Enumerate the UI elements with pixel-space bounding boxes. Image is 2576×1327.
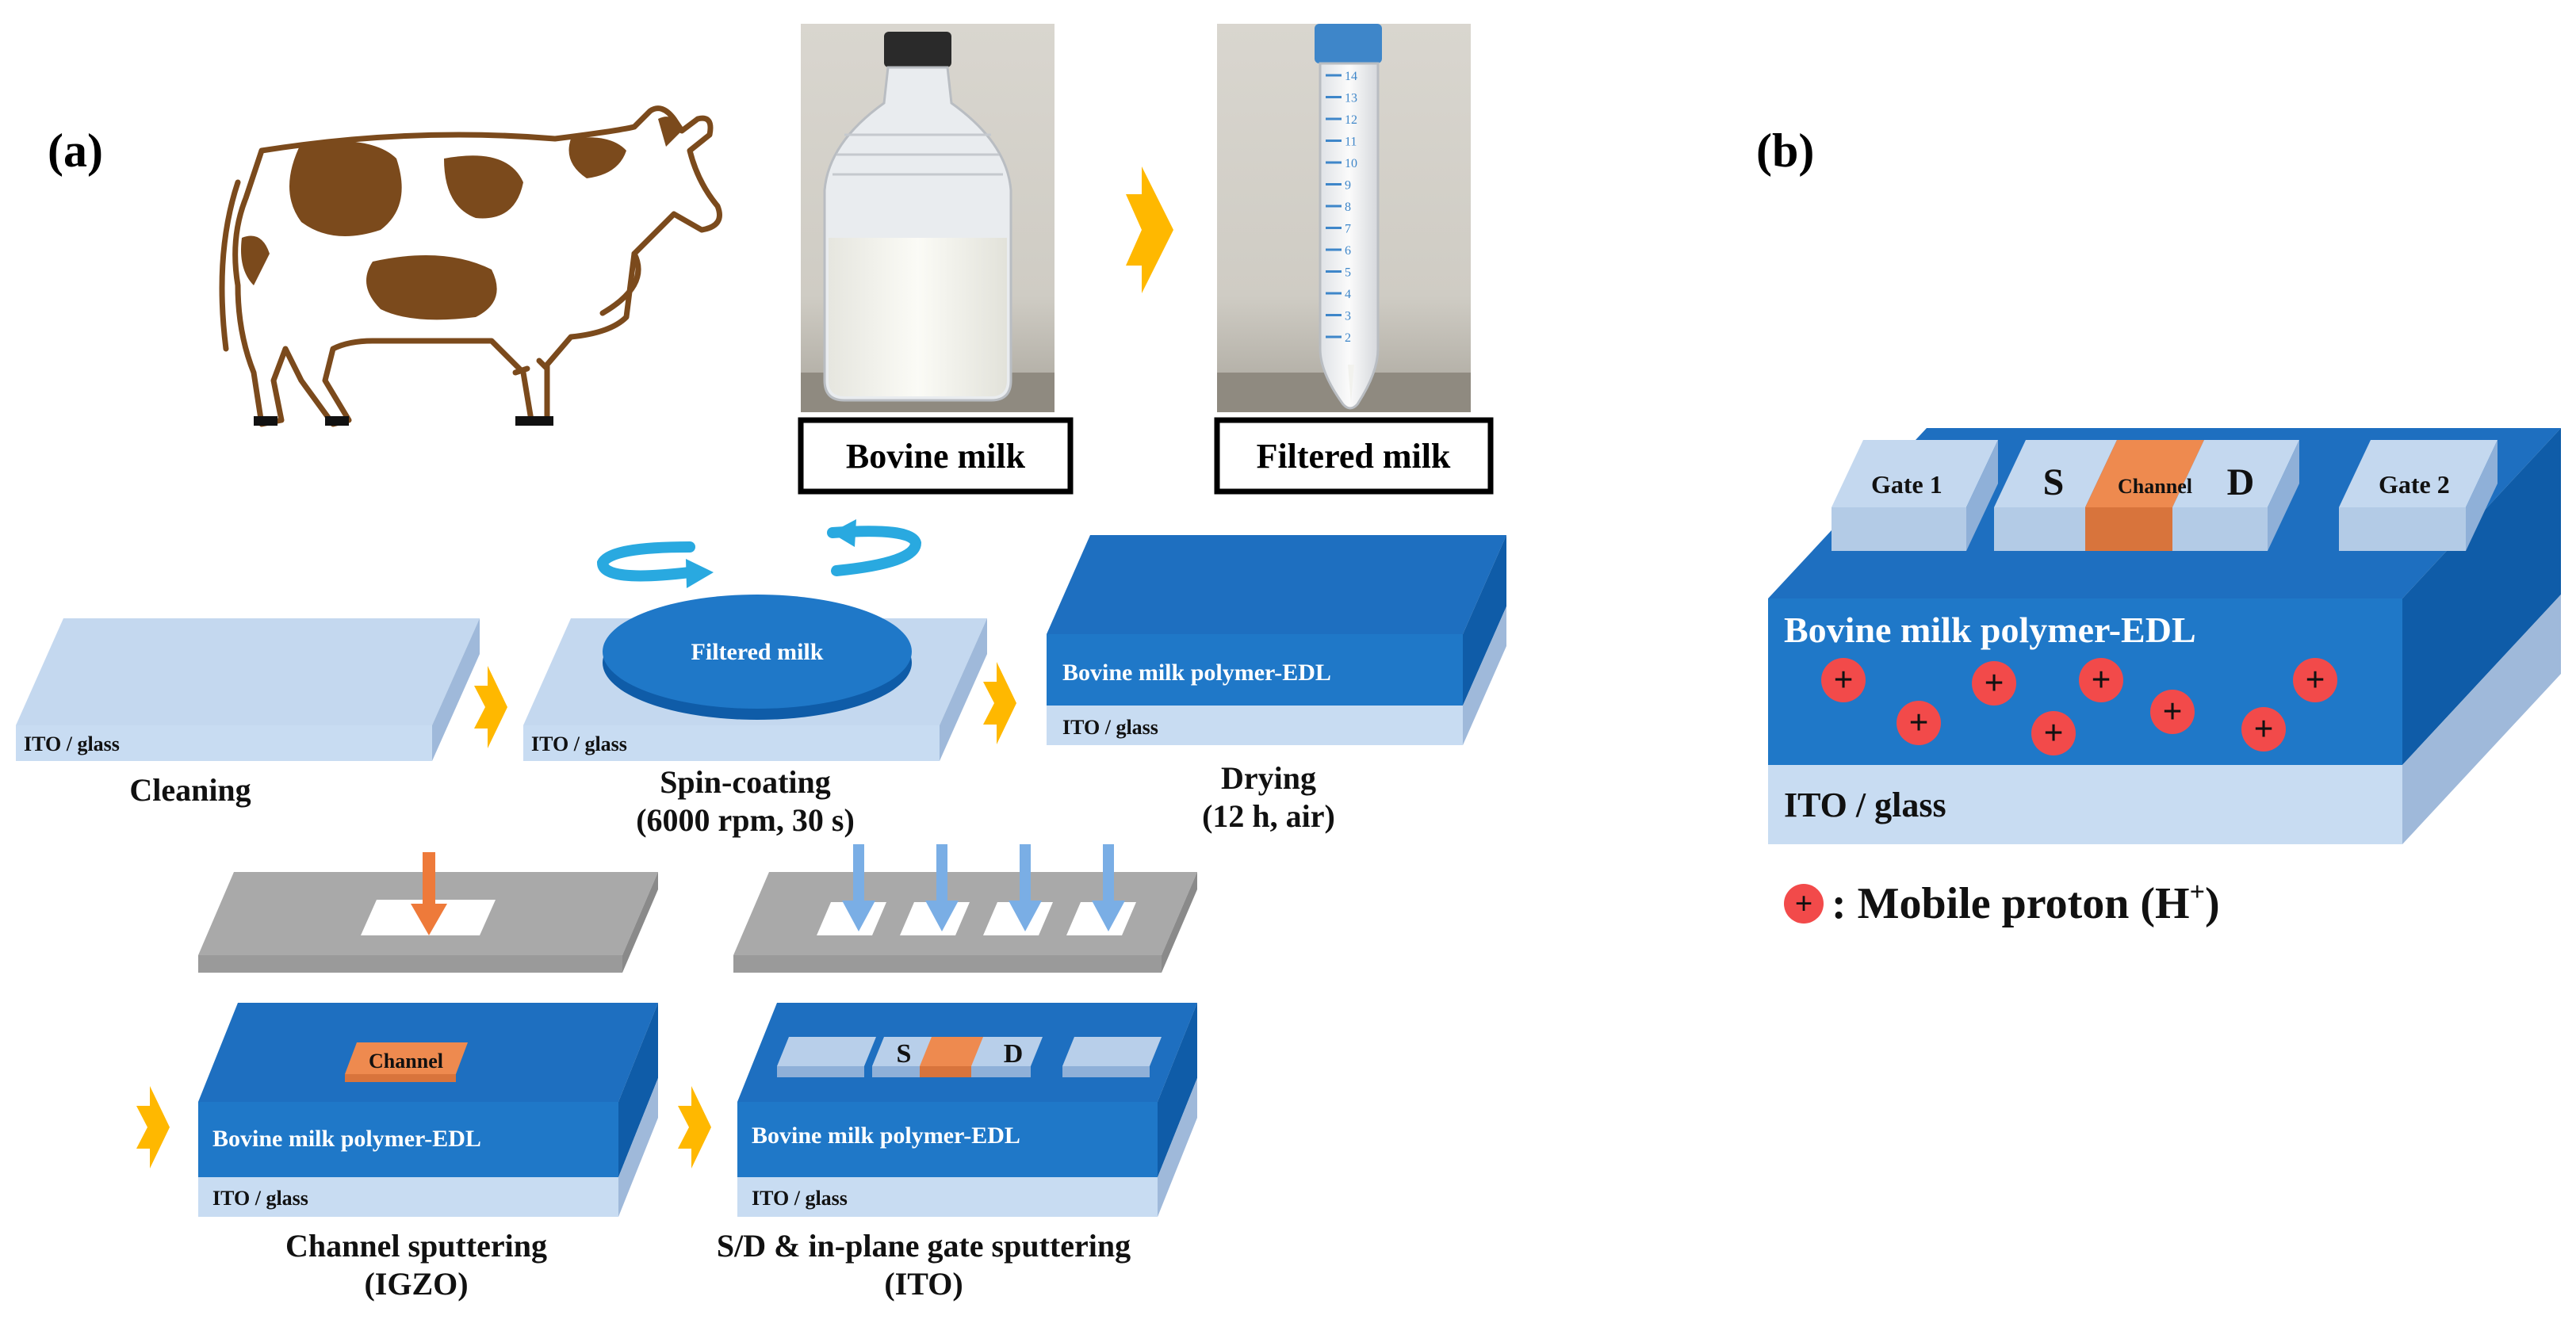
proton-icon (2079, 658, 2123, 702)
sd-edl-label: Bovine milk polymer-EDL (752, 1122, 1020, 1149)
drying-caption-2: (12 h, air) (1202, 798, 1335, 834)
device-b: Gate 1 S Channel D Gate 2 Bovine milk po… (1768, 428, 2561, 844)
tube-tick-label: 2 (1345, 331, 1351, 345)
proton-legend: + : Mobile proton (H+) (1784, 878, 2220, 928)
channel-caption-2: (IGZO) (364, 1266, 468, 1302)
proton-icon (2241, 707, 2286, 751)
channel-b-label: Channel (2118, 475, 2192, 498)
tube-tick-label: 7 (1345, 223, 1351, 236)
substrate-front (16, 725, 432, 761)
spin-caption-2: (6000 rpm, 30 s) (636, 802, 855, 838)
drying-edl-label: Bovine milk polymer-EDL (1062, 660, 1331, 686)
tube-tick-label: 5 (1345, 266, 1351, 280)
mobile-protons: + + + + + + + + (1821, 658, 2337, 755)
step-drying: Bovine milk polymer-EDL ITO / glass Dryi… (1047, 535, 1506, 834)
arrow-right-icon (678, 1086, 711, 1168)
cow-illustration (219, 105, 722, 427)
arrow-right-icon (136, 1086, 170, 1168)
rotation-arrow-icon (596, 526, 922, 582)
source-label: S (2043, 461, 2065, 503)
cleaning-caption: Cleaning (129, 772, 251, 808)
proton-symbol: + (2043, 713, 2063, 752)
step-sd-sputtering: S D Bovine milk polymer-EDL ITO / glass … (717, 844, 1197, 1302)
rotation-arrowhead-icon (831, 519, 856, 547)
proton-symbol: + (2162, 692, 2182, 731)
step-cleaning: ITO / glass Cleaning (16, 618, 480, 808)
step-channel-sputtering: Channel Bovine milk polymer-EDL ITO / gl… (198, 852, 658, 1302)
spin-ito-label: ITO / glass (531, 732, 627, 755)
bottle-photo (801, 24, 1055, 412)
tube-tick-label: 8 (1345, 201, 1351, 214)
down-arrows (842, 844, 1125, 931)
proton-icon (2150, 690, 2195, 734)
proton-icon (2031, 711, 2076, 755)
sd-caption-2: (ITO) (884, 1266, 963, 1302)
substrate-side (432, 618, 480, 761)
channel-label: Channel (369, 1050, 443, 1073)
panel-label-a: (a) (48, 124, 103, 177)
down-arrow-icon (411, 904, 447, 935)
cow-spots (241, 117, 682, 320)
legend-text: : Mobile proton (H+) (1832, 878, 2220, 928)
proton-symbol: + (1908, 703, 1928, 742)
proton-symbol: + (1833, 660, 1853, 699)
rotation-arrowhead-icon (686, 559, 714, 588)
proton-icon (1897, 701, 1941, 745)
spin-disc-label: Filtered milk (691, 639, 824, 665)
proton-icon (2293, 658, 2337, 702)
tube-tick-label: 6 (1345, 244, 1351, 258)
tube-tick-label: 14 (1345, 70, 1357, 83)
step-spin-coating: ITO / glass Filtered milk Spin-coating (… (523, 519, 987, 838)
drying-ito-label: ITO / glass (1062, 716, 1158, 739)
tube-tick-label: 13 (1345, 92, 1357, 105)
legend-proton-symbol: + (1795, 885, 1813, 921)
tube-tick-label: 12 (1345, 113, 1357, 127)
tube-scale: 14 13 12 11 10 9 8 7 6 5 4 3 2 (1326, 70, 1357, 345)
panel-label-b: (b) (1756, 124, 1814, 177)
proton-symbol: + (2305, 660, 2325, 699)
channel-pad (345, 1042, 468, 1074)
proton-icon (1784, 884, 1824, 924)
spin-caption-1: Spin-coating (660, 764, 831, 800)
sd-drain-label: D (1004, 1039, 1024, 1069)
bottle-label-box: Bovine milk (798, 417, 1074, 495)
tube-tick-label: 10 (1345, 157, 1357, 170)
proton-symbol: + (2253, 709, 2273, 748)
drying-caption-1: Drying (1221, 760, 1316, 796)
arrow-right-icon (474, 666, 507, 748)
proton-icon (1821, 658, 1866, 702)
gate1-label: Gate 1 (1871, 470, 1943, 499)
proton-symbol: + (2091, 660, 2111, 699)
arrow-right-icon (983, 662, 1016, 744)
device-edl-label: Bovine milk polymer-EDL (1784, 610, 2196, 650)
sd-caption-1: S/D & in-plane gate sputtering (717, 1228, 1131, 1264)
tube-tick-label: 4 (1345, 288, 1351, 301)
channel-edl-label: Bovine milk polymer-EDL (212, 1126, 481, 1152)
tube-photo (1217, 24, 1471, 412)
cow-hooves (254, 416, 553, 426)
tube-label-box: Filtered milk (1214, 417, 1494, 495)
device-ito-label: ITO / glass (1784, 786, 1946, 824)
channel-caption-1: Channel sputtering (285, 1228, 547, 1264)
sd-ito-label: ITO / glass (752, 1187, 848, 1210)
arrow-right-icon (1126, 166, 1173, 293)
channel-ito-label: ITO / glass (212, 1187, 308, 1210)
bottle-label: Bovine milk (846, 437, 1026, 476)
proton-icon (1972, 661, 2016, 706)
tube-tick-label: 11 (1345, 136, 1357, 149)
substrate-top (16, 618, 480, 725)
tube-tick-label: 3 (1345, 310, 1351, 323)
tube-label: Filtered milk (1257, 437, 1451, 476)
gate2-label: Gate 2 (2379, 470, 2450, 499)
tube-tick-label: 9 (1345, 179, 1351, 193)
cleaning-ito-label: ITO / glass (24, 732, 120, 755)
sd-source-label: S (897, 1039, 912, 1069)
proton-symbol: + (1984, 664, 2004, 702)
drain-label: D (2227, 461, 2255, 503)
milk-disc (603, 595, 912, 709)
